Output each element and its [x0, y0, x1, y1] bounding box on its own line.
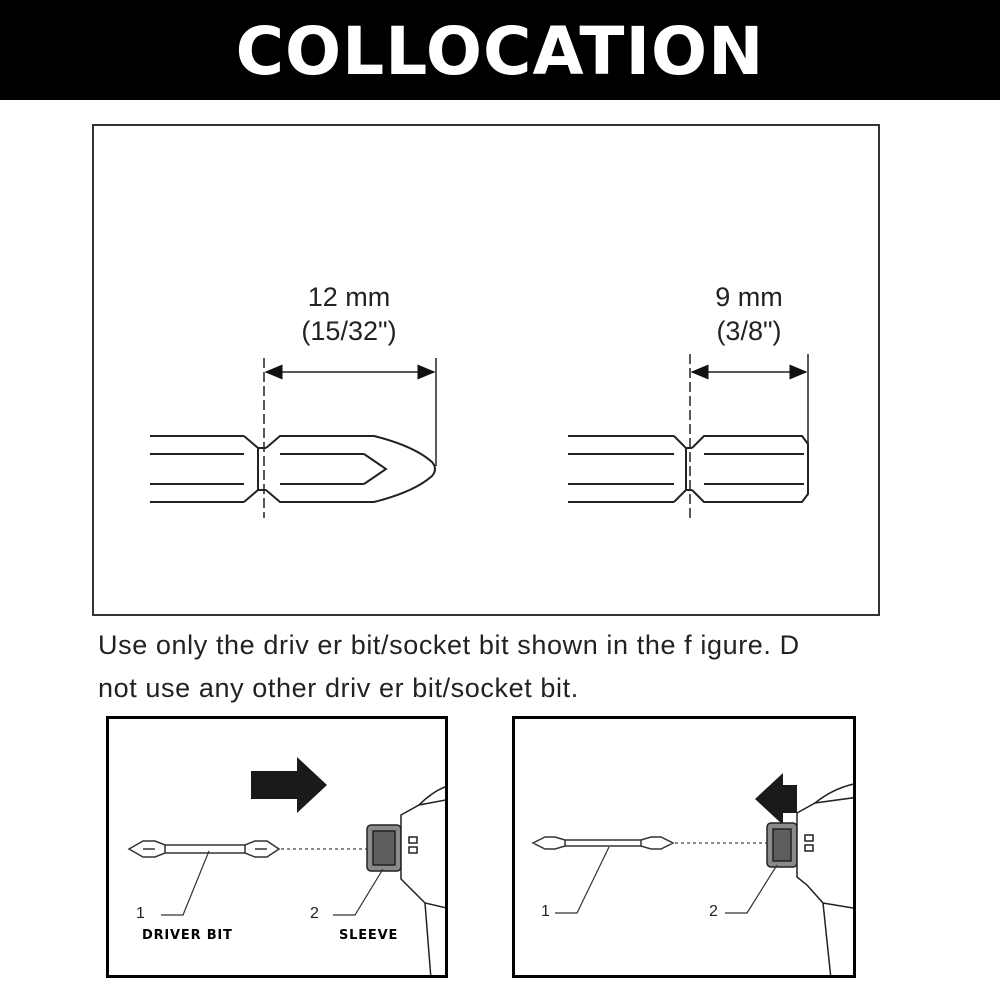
header-banner: COLLOCATION: [0, 0, 1000, 100]
callout-2: 2: [310, 905, 319, 922]
driver-bit-icon: [531, 836, 675, 850]
callout-1: 1: [136, 905, 145, 922]
callout-2: 2: [709, 903, 718, 920]
arrow-right-icon: [251, 757, 327, 813]
step-release-sleeve-panel: 1 2: [512, 716, 856, 978]
dimension-imperial: (3/8"): [716, 316, 782, 346]
instruction-line-1: Use only the driv er bit/socket bit show…: [98, 630, 800, 660]
dimension-label-12mm: 12 mm (15/32"): [279, 280, 419, 348]
impact-driver-icon: [766, 783, 853, 975]
sleeve-caption: SLEEVE: [339, 928, 399, 943]
hex-dimension-lines: [689, 354, 809, 518]
page-title: COLLOCATION: [235, 13, 765, 90]
instruction-text: Use only the driv er bit/socket bit show…: [98, 624, 988, 710]
callout-1: 1: [541, 903, 550, 920]
dimension-metric: 9 mm: [715, 282, 783, 312]
arrow-left-icon: [755, 773, 797, 825]
insert-bit-drawing: [127, 757, 445, 975]
driver-bit-icon: [127, 840, 281, 858]
dimension-metric: 12 mm: [307, 282, 391, 312]
phillips-dimension-lines: [263, 358, 437, 518]
hex-bit-diagram: [568, 435, 809, 503]
release-sleeve-drawing: [531, 773, 853, 975]
dimension-imperial: (15/32"): [301, 316, 397, 346]
bit-dimension-drawing: [150, 354, 809, 518]
phillips-bit-diagram: [150, 435, 436, 503]
bit-dimension-figure: 12 mm (15/32") 9 mm (3/8"): [92, 124, 880, 616]
instruction-line-2: not use any other driv er bit/socket bit…: [98, 673, 579, 703]
dimension-label-9mm: 9 mm (3/8"): [684, 280, 814, 348]
impact-driver-icon: [366, 786, 445, 975]
step-insert-bit-panel: 1 2 DRIVER BIT SLEEVE: [106, 716, 448, 978]
driver-bit-caption: DRIVER BIT: [142, 928, 233, 943]
